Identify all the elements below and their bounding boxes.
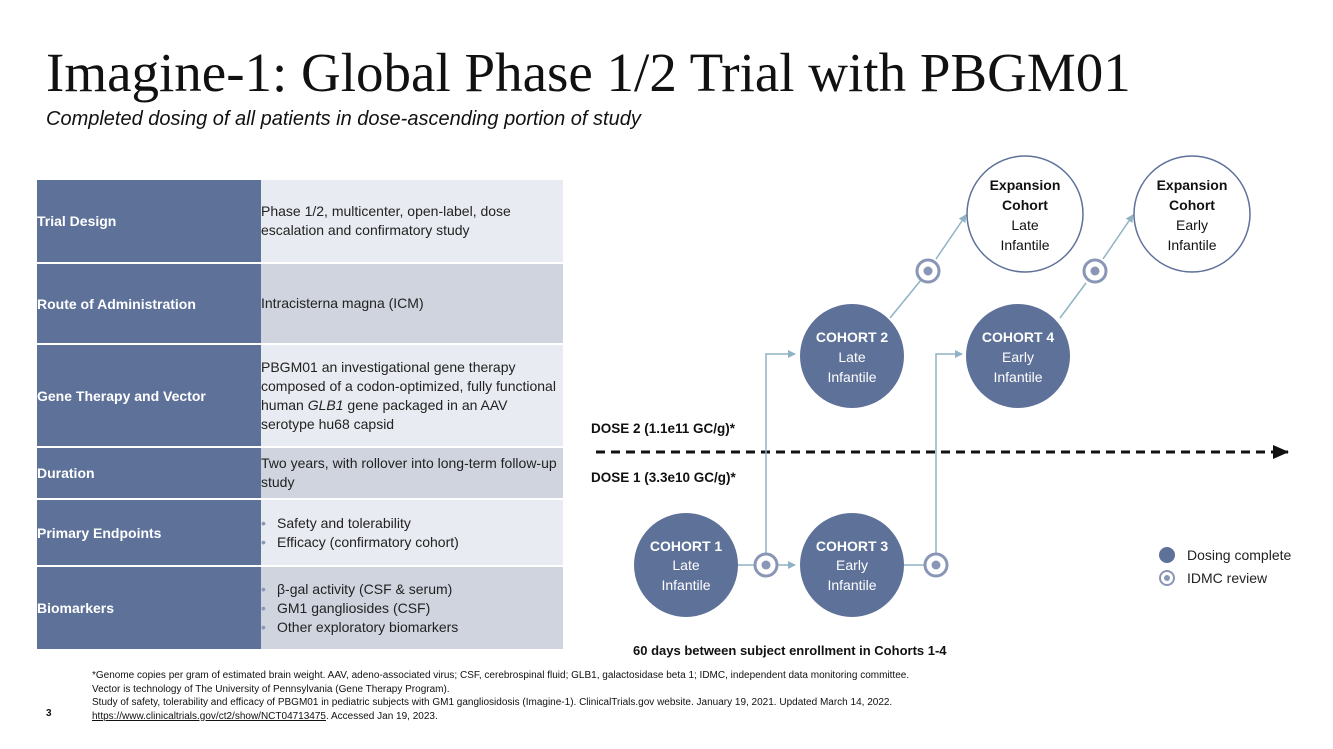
- row-value: β-gal activity (CSF & serum) GM1 ganglio…: [261, 566, 563, 651]
- table-row: Route of Administration Intracisterna ma…: [37, 263, 563, 345]
- cohort-4-line2: Infantile: [993, 369, 1042, 385]
- row-label: Biomarkers: [37, 566, 261, 651]
- cohort-2-circle: [800, 304, 904, 408]
- list-item: Safety and tolerability: [261, 514, 563, 533]
- slide-subtitle: Completed dosing of all patients in dose…: [46, 108, 641, 130]
- expansion-late-line3: Late: [1011, 217, 1038, 233]
- footnote-line: https://www.clinicaltrials.gov/ct2/show/…: [92, 710, 1322, 724]
- dosing-complete-icon: [1159, 547, 1175, 563]
- footnotes: *Genome copies per gram of estimated bra…: [92, 669, 1322, 723]
- endpoints-list: Safety and tolerability Efficacy (confir…: [261, 514, 563, 552]
- row-value: Phase 1/2, multicenter, open-label, dose…: [261, 180, 563, 264]
- expansion-late-line4: Infantile: [1000, 237, 1049, 253]
- idmc-review-icon: [923, 552, 949, 578]
- legend-dosing-label: Dosing complete: [1187, 547, 1292, 563]
- list-item: GM1 gangliosides (CSF): [261, 599, 563, 618]
- vector-gene-name: GLB1: [307, 396, 344, 413]
- table-row: Primary Endpoints Safety and tolerabilit…: [37, 499, 563, 567]
- cohort-1-line1: Late: [672, 557, 699, 573]
- cohort-3-name: COHORT 3: [816, 538, 889, 554]
- table-row: Gene Therapy and Vector PBGM01 an invest…: [37, 344, 563, 448]
- biomarkers-list: β-gal activity (CSF & serum) GM1 ganglio…: [261, 580, 563, 637]
- vector-text-pre: PBGM01 an investigational gene therapy c…: [261, 358, 556, 413]
- row-label: Duration: [37, 447, 261, 500]
- cohort-4-line1: Early: [1002, 349, 1034, 365]
- row-label: Route of Administration: [37, 263, 261, 345]
- cohort-1-line2: Infantile: [661, 577, 710, 593]
- list-item: Efficacy (confirmatory cohort): [261, 533, 563, 552]
- dose-2-label: DOSE 2 (1.1e11 GC/g)*: [591, 421, 736, 436]
- legend-idmc-review: IDMC review: [1159, 570, 1267, 586]
- legend-idmc-label: IDMC review: [1187, 570, 1268, 586]
- table-row: Biomarkers β-gal activity (CSF & serum) …: [37, 566, 563, 651]
- cohort-2-line2: Infantile: [827, 369, 876, 385]
- idmc-review-icon: [915, 258, 941, 284]
- footnote-line: *Genome copies per gram of estimated bra…: [92, 670, 910, 681]
- idmc-review-icon: [1082, 258, 1108, 284]
- footnote-accessed: . Accessed Jan 19, 2023.: [326, 710, 438, 722]
- enrollment-interval-note: 60 days between subject enrollment in Co…: [633, 643, 947, 658]
- expansion-early-line4: Infantile: [1167, 237, 1216, 253]
- footnote-line: Vector is technology of The University o…: [92, 683, 450, 695]
- list-item: β-gal activity (CSF & serum): [261, 580, 563, 599]
- row-label: Trial Design: [37, 180, 261, 264]
- footnote-line: Study of safety, tolerability and effica…: [92, 697, 893, 709]
- cohort-3-line2: Infantile: [827, 577, 876, 593]
- row-value: PBGM01 an investigational gene therapy c…: [261, 344, 563, 448]
- expansion-early-line2: Cohort: [1169, 197, 1215, 213]
- list-item: Other exploratory biomarkers: [261, 618, 563, 637]
- cohort-3-line1: Early: [836, 557, 868, 573]
- expansion-early-line1: Expansion: [1157, 177, 1228, 193]
- dose-1-label: DOSE 1 (3.3e10 GC/g)*: [591, 470, 736, 485]
- clinicaltrials-link[interactable]: https://www.clinicaltrials.gov/ct2/show/…: [92, 710, 326, 722]
- row-label: Gene Therapy and Vector: [37, 344, 261, 448]
- cohort-1-name: COHORT 1: [650, 538, 723, 554]
- expansion-late-circle: [966, 155, 1084, 273]
- cohort-2-name: COHORT 2: [816, 329, 889, 345]
- cohort-4-name: COHORT 4: [982, 329, 1055, 345]
- slide-title: Imagine-1: Global Phase 1/2 Trial with P…: [46, 42, 1131, 103]
- legend-dosing-complete: Dosing complete: [1159, 547, 1291, 563]
- trial-info-table: Trial Design Phase 1/2, multicenter, ope…: [37, 180, 563, 651]
- expansion-early-line3: Early: [1176, 217, 1208, 233]
- table-row: Duration Two years, with rollover into l…: [37, 447, 563, 500]
- cohort-1-circle: [634, 513, 738, 617]
- row-value: Two years, with rollover into long-term …: [261, 447, 563, 500]
- cohort-3-circle: [800, 513, 904, 617]
- cohort-4-circle: [966, 304, 1070, 408]
- expansion-late-line2: Cohort: [1002, 197, 1048, 213]
- table-row: Trial Design Phase 1/2, multicenter, ope…: [37, 180, 563, 264]
- row-value: Safety and tolerability Efficacy (confir…: [261, 499, 563, 567]
- idmc-review-icon: [1159, 570, 1175, 586]
- row-value: Intracisterna magna (ICM): [261, 263, 563, 345]
- expansion-early-circle: [1133, 155, 1251, 273]
- cohort-2-line1: Late: [838, 349, 865, 365]
- row-label: Primary Endpoints: [37, 499, 261, 567]
- expansion-late-line1: Expansion: [990, 177, 1061, 193]
- vector-text-post: gene packaged in an AAV serotype hu68 ca…: [261, 396, 508, 432]
- page-number: 3: [46, 708, 52, 719]
- idmc-review-icon: [753, 552, 779, 578]
